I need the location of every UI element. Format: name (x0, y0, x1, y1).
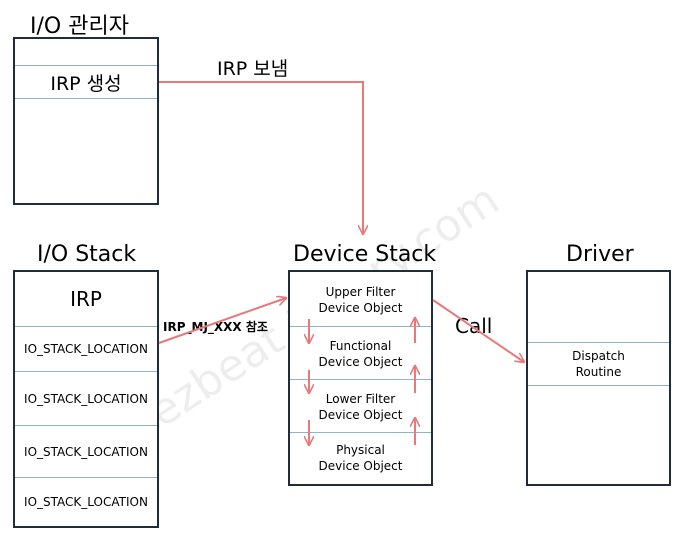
io-stack-location-2: IO_STACK_LOCATION (15, 372, 157, 425)
io-stack-divider-2 (15, 371, 157, 372)
device-stack-divider-1 (290, 326, 431, 327)
device-object-line1: Physical (336, 443, 385, 457)
device-stack-title: Device Stack (293, 242, 437, 267)
send-irp-arrow (159, 81, 363, 234)
driver-divider-bottom (528, 385, 669, 386)
irp-mj-ref-label: IRP_MJ_XXX 참조 (163, 320, 268, 334)
device-stack-divider-3 (290, 432, 431, 433)
io-stack-location-label: IO_STACK_LOCATION (24, 342, 148, 356)
device-object-functional: Functional Device Object (290, 334, 431, 374)
io-stack-location-label: IO_STACK_LOCATION (24, 391, 148, 406)
device-object-line2: Device Object (318, 459, 403, 473)
dispatch-routine-line1: Dispatch (572, 349, 625, 363)
io-stack-title: I/O Stack (37, 242, 137, 267)
device-object-lower-filter: Lower Filter Device Object (290, 387, 431, 427)
dispatch-routine-cell: Dispatch Routine (528, 343, 669, 385)
io-stack-divider-1 (15, 326, 157, 327)
driver-divider-top (528, 342, 669, 343)
driver-title: Driver (566, 242, 634, 267)
driver-box: Dispatch Routine (526, 270, 671, 486)
irp-create-cell: IRP 생성 (15, 66, 157, 98)
irp-create-label: IRP 생성 (50, 72, 122, 95)
io-stack-location-4: IO_STACK_LOCATION (15, 478, 157, 526)
io-manager-divider-top (15, 65, 157, 66)
call-arrow (432, 299, 524, 362)
call-label: Call (455, 314, 493, 338)
send-irp-label: IRP 보냄 (217, 58, 289, 80)
irp-label: IRP (70, 287, 102, 311)
io-manager-title: I/O 관리자 (30, 14, 129, 39)
io-manager-divider-bottom (15, 98, 157, 99)
io-stack-box: IRP IO_STACK_LOCATION IO_STACK_LOCATION … (13, 270, 159, 528)
device-object-upper-filter: Upper Filter Device Object (290, 280, 431, 320)
io-stack-divider-4 (15, 477, 157, 478)
irp-cell: IRP (15, 272, 157, 326)
io-manager-box: IRP 생성 (13, 37, 159, 205)
io-stack-location-1: IO_STACK_LOCATION (15, 327, 157, 371)
dispatch-routine-line2: Routine (575, 365, 622, 379)
device-object-line1: Upper Filter (325, 285, 396, 299)
irp-mj-ref-arrow (158, 298, 286, 344)
device-object-physical: Physical Device Object (290, 438, 431, 478)
device-object-line2: Device Object (318, 408, 403, 422)
device-object-line2: Device Object (318, 355, 403, 369)
device-object-line1: Lower Filter (325, 392, 396, 406)
io-stack-divider-3 (15, 425, 157, 426)
device-stack-divider-2 (290, 379, 431, 380)
io-stack-location-label: IO_STACK_LOCATION (24, 495, 148, 509)
io-stack-location-3: IO_STACK_LOCATION (15, 426, 157, 477)
device-object-line2: Device Object (318, 301, 403, 315)
io-stack-location-label: IO_STACK_LOCATION (24, 444, 148, 459)
device-object-line1: Functional (329, 339, 392, 353)
device-stack-box: Upper Filter Device Object Functional De… (288, 270, 433, 486)
